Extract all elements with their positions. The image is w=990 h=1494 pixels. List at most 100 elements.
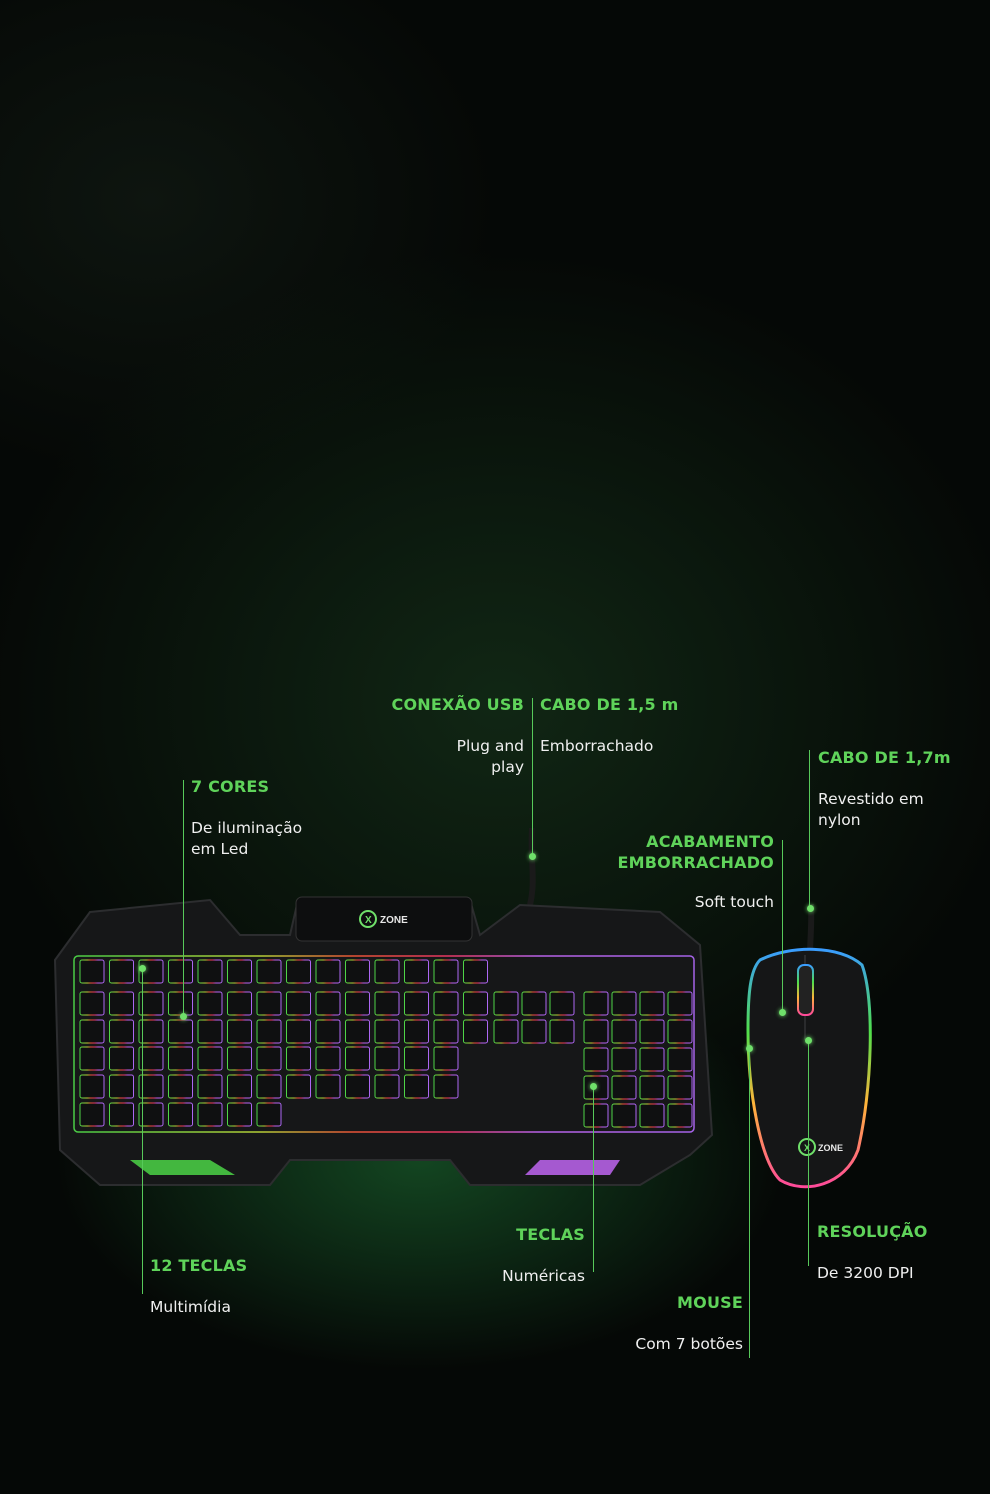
cable15-text: Emborrachado bbox=[540, 737, 654, 755]
svg-text:X: X bbox=[365, 915, 372, 926]
key bbox=[109, 1102, 134, 1127]
key bbox=[433, 959, 459, 984]
key bbox=[583, 1019, 609, 1044]
key bbox=[404, 991, 429, 1016]
numeric-title: TECLAS bbox=[516, 1225, 585, 1244]
key bbox=[315, 1046, 341, 1071]
key bbox=[583, 991, 609, 1016]
key bbox=[197, 991, 223, 1016]
usb-title: CONEXÃO USB bbox=[391, 695, 524, 714]
key bbox=[256, 1019, 282, 1044]
key bbox=[315, 991, 341, 1016]
key bbox=[433, 1019, 459, 1044]
mouse-logo-icon bbox=[798, 1138, 816, 1156]
key bbox=[109, 959, 134, 984]
key bbox=[521, 991, 547, 1016]
key bbox=[667, 1019, 693, 1044]
cable17-text: Revestido em nylon bbox=[818, 790, 924, 829]
key bbox=[256, 1046, 282, 1071]
key bbox=[227, 1102, 252, 1127]
key bbox=[667, 1075, 693, 1100]
key bbox=[315, 959, 341, 984]
key bbox=[197, 1102, 223, 1127]
key bbox=[79, 1074, 105, 1099]
key bbox=[256, 1074, 282, 1099]
logo-icon bbox=[359, 910, 377, 928]
colors-title: 7 CORES bbox=[191, 777, 270, 796]
key bbox=[404, 1019, 429, 1044]
key bbox=[168, 959, 193, 984]
key bbox=[256, 991, 282, 1016]
key bbox=[345, 1074, 370, 1099]
key bbox=[639, 1075, 665, 1100]
key bbox=[109, 1019, 134, 1044]
key bbox=[463, 991, 488, 1016]
cable15-title: CABO DE 1,5 m bbox=[540, 695, 679, 714]
key bbox=[227, 959, 252, 984]
finish-title: ACABAMENTO EMBORRACHADO bbox=[617, 832, 774, 872]
keyboard-cable bbox=[527, 827, 536, 906]
key bbox=[639, 1103, 665, 1128]
mouse-scroll-wheel bbox=[797, 964, 814, 1016]
key bbox=[611, 1103, 637, 1128]
key bbox=[374, 959, 400, 984]
svg-text:X: X bbox=[804, 1143, 810, 1153]
key bbox=[256, 959, 282, 984]
key bbox=[583, 1103, 609, 1128]
finish-text: Soft touch bbox=[694, 893, 774, 911]
key bbox=[315, 1074, 341, 1099]
key bbox=[345, 991, 370, 1016]
key bbox=[79, 991, 105, 1016]
cable17-title: CABO DE 1,7m bbox=[818, 748, 951, 767]
keyboard-logo-plate bbox=[295, 896, 473, 942]
resolution-text: De 3200 DPI bbox=[817, 1264, 914, 1282]
key bbox=[374, 1019, 400, 1044]
key bbox=[611, 1047, 637, 1072]
key bbox=[227, 1046, 252, 1071]
key bbox=[374, 1074, 400, 1099]
key bbox=[433, 991, 459, 1016]
key bbox=[374, 991, 400, 1016]
svg-text:ZONE: ZONE bbox=[380, 915, 408, 926]
multimedia-title: 12 TECLAS bbox=[150, 1256, 248, 1275]
key bbox=[315, 1019, 341, 1044]
key bbox=[639, 1047, 665, 1072]
key bbox=[493, 991, 519, 1016]
key bbox=[611, 991, 637, 1016]
key bbox=[256, 1102, 282, 1127]
key bbox=[549, 1019, 575, 1044]
multimedia-text: Multimídia bbox=[150, 1298, 231, 1316]
colors-text: De iluminação em Led bbox=[191, 819, 303, 858]
key bbox=[168, 1046, 193, 1071]
key bbox=[433, 1046, 459, 1071]
key bbox=[79, 1046, 105, 1071]
key bbox=[168, 1074, 193, 1099]
key bbox=[138, 1074, 164, 1099]
key bbox=[345, 959, 370, 984]
key bbox=[79, 1102, 105, 1127]
key bbox=[433, 1074, 459, 1099]
key bbox=[197, 1046, 223, 1071]
key bbox=[138, 991, 164, 1016]
mouse-body bbox=[746, 947, 872, 1189]
key bbox=[667, 991, 693, 1016]
usb-text: Plug and play bbox=[456, 737, 524, 776]
key bbox=[197, 1019, 223, 1044]
key bbox=[493, 1019, 519, 1044]
key bbox=[404, 1046, 429, 1071]
svg-text:ZONE: ZONE bbox=[818, 1143, 843, 1153]
key bbox=[404, 959, 429, 984]
key bbox=[463, 959, 488, 984]
key bbox=[286, 1074, 311, 1099]
mouse-text: Com 7 botões bbox=[635, 1335, 743, 1353]
key bbox=[521, 1019, 547, 1044]
key bbox=[79, 1019, 105, 1044]
mouse-title: MOUSE bbox=[677, 1293, 743, 1312]
key bbox=[611, 1075, 637, 1100]
key bbox=[639, 991, 665, 1016]
key bbox=[138, 1019, 164, 1044]
key bbox=[168, 1102, 193, 1127]
key bbox=[549, 991, 575, 1016]
key bbox=[286, 1046, 311, 1071]
